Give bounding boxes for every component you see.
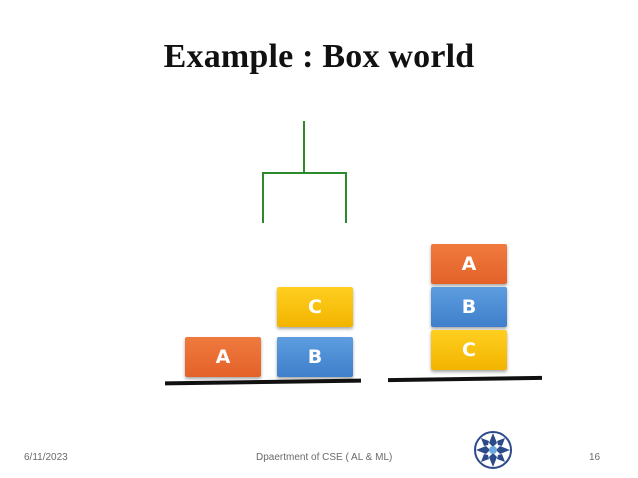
right-table-floor	[387, 375, 543, 383]
slide-title: Example : Box world	[163, 38, 475, 75]
footer-date: 6/11/2023	[24, 452, 68, 463]
box-b-left: B	[277, 337, 353, 377]
box-a-left: A	[185, 337, 261, 377]
footer-page-number: 16	[589, 452, 601, 463]
footer-department: Dpaertment of CSE ( AL & ML)	[256, 452, 393, 463]
box-b-right: B	[431, 287, 507, 327]
left-table-floor	[164, 378, 362, 386]
box-a-right: A	[431, 244, 507, 284]
college-logo-icon	[474, 431, 512, 469]
box-c-right: C	[431, 330, 507, 370]
box-c-left: C	[277, 287, 353, 327]
